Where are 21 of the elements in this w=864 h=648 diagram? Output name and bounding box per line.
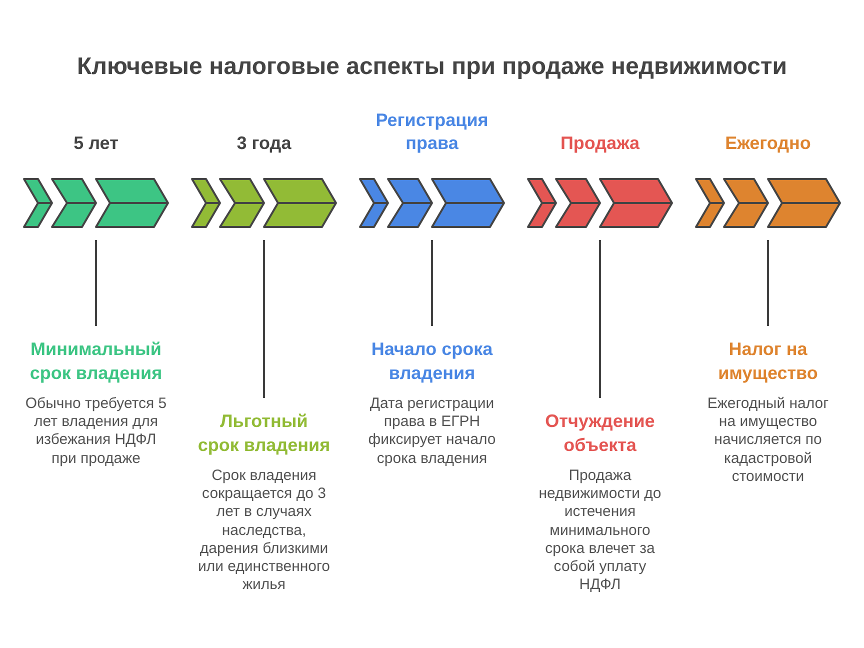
connector-line — [95, 240, 97, 326]
description-text: Продажа недвижимости до истечения минимального срока влечет за собой уплату НДФЛ — [538, 467, 662, 594]
stage-label: 5 лет — [74, 132, 118, 155]
connector-line — [599, 240, 601, 398]
connector-line — [431, 240, 433, 326]
connector-line — [767, 240, 769, 326]
description-text: Дата регистрации права в ЕГРН фиксирует начало срока владения — [367, 395, 497, 468]
stage-label: Продажа — [560, 132, 640, 155]
section-heading: Налог на имущество — [717, 338, 819, 385]
description-text: Обычно требуется 5 лет владения для избежания НДФЛ при продаже — [24, 395, 168, 468]
stage-label: Ежегодно — [725, 132, 811, 155]
description-text: Ежегодный налог на имущество начисляется по кадастровой стоимости — [706, 395, 830, 486]
section-heading: Начало срока владения — [370, 338, 494, 385]
stage-label: Регистрация права — [374, 109, 490, 155]
section-heading: Отчуждение объекта — [544, 410, 656, 457]
description-text: Срок владения сокращается до 3 лет в случаях наследства, дарения близкими или единственного жилья — [196, 467, 331, 594]
stage-label: 3 года — [236, 132, 292, 155]
diagram-title: Ключевые налоговые аспекты при продаже недвижимости — [77, 52, 787, 82]
connector-line — [263, 240, 265, 398]
section-heading: Льготный срок владения — [198, 410, 330, 457]
section-heading: Минимальный срок владения — [28, 338, 164, 385]
